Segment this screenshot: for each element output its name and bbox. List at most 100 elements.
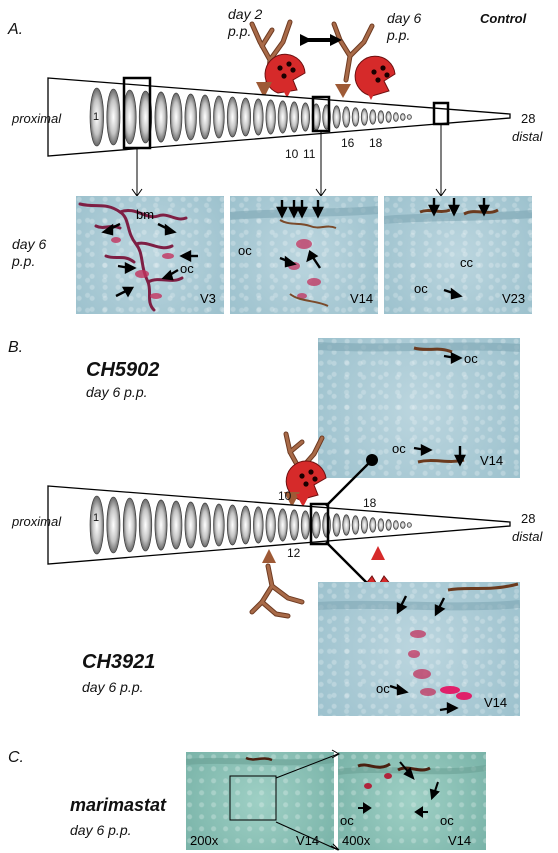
panel-a-diagram <box>47 19 511 197</box>
vertebra-icon <box>184 93 197 141</box>
arrowhead-brown <box>262 549 276 563</box>
vertebra-icon <box>199 502 211 548</box>
vertebra-icon <box>122 497 137 553</box>
micrograph-b-ch5902-stain <box>318 342 520 467</box>
vertebra-icon <box>199 94 211 140</box>
micrograph-vertebra: V23 <box>502 291 526 306</box>
vertebra-icon <box>253 506 264 544</box>
vertebra-icon <box>369 109 377 125</box>
panel-a-distal: distal <box>512 129 543 144</box>
osteoclast-icon <box>285 460 327 501</box>
micrograph-label: oc <box>238 243 252 258</box>
micrograph-label: cc <box>460 255 473 270</box>
arrowhead-red <box>280 84 294 98</box>
panel-b-letter: B. <box>8 339 24 356</box>
panel-a-last-vertebra: 28 <box>521 111 536 126</box>
vertebra-icon <box>369 517 377 533</box>
arrow-icon <box>300 34 342 46</box>
vertebra-icon <box>300 102 310 132</box>
vertebra-icon <box>289 509 299 541</box>
panel-b-bottom-day: day 6 p.p. <box>82 679 144 695</box>
arrowhead-red <box>296 494 310 507</box>
panel-b-top-day: day 6 p.p. <box>86 384 148 400</box>
micrograph-c-200x: 200x V14 <box>186 752 334 850</box>
panel-b-distal: distal <box>512 529 543 544</box>
vertebra-icon <box>169 92 183 142</box>
vertebra-icon <box>253 98 264 136</box>
vertebra-icon <box>322 512 331 538</box>
panel-a-day-right: day 6 p.p. <box>387 10 422 43</box>
micrograph-a-v3-stain <box>78 202 198 312</box>
vertebra-icon <box>226 96 239 138</box>
selection-box <box>309 502 330 546</box>
micrograph-c-400x: oc oc 400x V14 <box>338 752 486 850</box>
micrograph-a-v3: bm oc V3 <box>76 196 224 314</box>
micrograph-a-v23: cc oc V23 <box>384 196 532 314</box>
panel-b-marker: 10 <box>278 489 292 503</box>
panel-b-top-treatment: CH5902 <box>86 359 160 381</box>
arrowhead-red <box>364 86 378 100</box>
micrograph-magnification: 200x <box>190 833 219 848</box>
vertebra-icon <box>342 106 351 128</box>
micrograph-label: oc <box>440 813 454 828</box>
micrograph-c-400x-stain <box>338 761 486 818</box>
panel-a-letter: A. <box>8 21 24 38</box>
vertebra-icon <box>351 515 360 535</box>
vertebra-icon <box>289 101 299 133</box>
vertebra-icon <box>406 522 412 528</box>
micrograph-vertebra: V14 <box>350 291 374 306</box>
vertebra-icon <box>400 521 406 529</box>
vertebra-icon <box>154 91 168 143</box>
micrograph-b-ch3921: oc V14 <box>318 582 520 716</box>
micrograph-c-200x-stain <box>186 756 334 821</box>
micrograph-a-v23-stain <box>384 198 532 300</box>
arrowhead-red <box>371 546 385 560</box>
vertebra-icon <box>240 505 251 545</box>
micrograph-vertebra: V14 <box>480 453 504 468</box>
panel-a-marker: 10 <box>285 147 299 161</box>
vertebra-icon <box>169 500 183 550</box>
vertebra-icon <box>300 510 310 540</box>
micrograph-label: bm <box>136 207 155 222</box>
vertebra-icon <box>393 112 399 122</box>
panel-b-marker: 12 <box>287 546 301 560</box>
micrograph-vertebra: V3 <box>200 291 216 306</box>
vertebra-icon <box>360 516 368 534</box>
panel-c-day: day 6 p.p. <box>70 822 132 838</box>
panel-b-marker: 18 <box>363 496 377 510</box>
vertebra-icon <box>213 503 225 547</box>
arrowhead-brown <box>284 492 300 507</box>
micrograph-label: oc <box>376 681 390 696</box>
panel-a-marker: 16 <box>341 136 355 150</box>
vertebra-icon <box>106 88 121 146</box>
vertebra-icon <box>332 513 341 537</box>
micrograph-a-v14-stain <box>230 200 378 307</box>
vertebra-icon <box>184 501 197 549</box>
vertebra-icon <box>277 100 288 134</box>
panel-b-bottom-treatment: CH3921 <box>82 651 156 673</box>
vertebra-icon <box>154 499 168 551</box>
panel-a-marker: 18 <box>369 136 383 150</box>
panel-c-zoom-lines <box>275 749 341 851</box>
panel-a-proximal: proximal <box>12 111 62 126</box>
micrograph-label: oc <box>180 261 194 276</box>
micrograph-vertebra: V14 <box>448 833 472 848</box>
vertebra-icon <box>393 520 399 530</box>
vertebra-icon <box>138 498 153 552</box>
panel-a-day-left: day 2 p.p. <box>228 6 263 39</box>
micrograph-vertebra: V14 <box>484 695 508 710</box>
vertebra-icon <box>385 519 392 531</box>
panel-a-first-vertebra: 1 <box>93 111 100 123</box>
vertebra-icon <box>311 511 321 539</box>
vertebra-icon <box>332 105 341 129</box>
vertebra-icon <box>385 111 392 123</box>
vertebra-icon <box>213 95 225 139</box>
vertebra-icon <box>89 87 104 147</box>
panel-b-first-vertebra: 1 <box>93 512 100 524</box>
panel-b-last-vertebra: 28 <box>521 511 536 526</box>
vertebra-icon <box>351 107 360 127</box>
vertebra-icon <box>89 495 104 555</box>
micrograph-magnification: 400x <box>342 833 371 848</box>
vertebra-icon <box>360 108 368 126</box>
